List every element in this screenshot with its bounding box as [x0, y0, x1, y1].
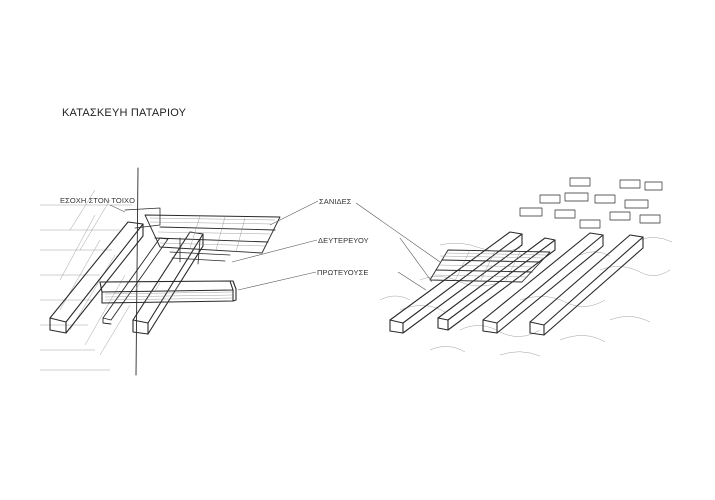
brick-wall — [519, 177, 663, 229]
left-planks — [144, 214, 281, 254]
leader-secondary-left — [231, 239, 318, 263]
left-secondary-beams — [169, 237, 231, 265]
left-sketch — [40, 167, 319, 376]
wall-ledger-beam — [49, 221, 144, 334]
right-beam-3 — [482, 232, 604, 334]
left-planks-grain — [149, 215, 276, 253]
wall-recess — [124, 207, 161, 229]
leader-primary-left — [237, 271, 317, 291]
leader-wall-recess — [109, 204, 126, 213]
diagram-title: ΚΑΤΑΣΚΕΥΗ ΠΑΤΑΡΙΟΥ — [62, 107, 187, 119]
right-sketch — [355, 177, 673, 357]
leader-primary-right — [397, 271, 427, 291]
leader-secondary-right — [399, 237, 433, 283]
label-secondary-beams: ΔΕΥΤΕΡΕΥΟΥ — [318, 236, 369, 245]
ground-texture — [379, 237, 673, 357]
label-planks: ΣΑΝΙΔΕΣ — [319, 197, 352, 206]
right-beam-2 — [437, 237, 556, 331]
primary-cross-beam — [99, 280, 237, 304]
label-primary-beams: ΠΡΩΤΕΥΟΥΣΕ — [317, 268, 369, 277]
left-wall-hatching — [40, 189, 132, 371]
thin-joist — [102, 237, 169, 325]
right-beam-1 — [389, 231, 523, 334]
primary-beam-shading — [104, 282, 233, 301]
right-beam-4 — [529, 234, 644, 336]
right-planks-grain — [433, 249, 547, 283]
label-wall-recess: ΕΣΟΧΗ ΣΤΟΝ ΤΟΙΧΟ — [60, 196, 136, 205]
wall-corner-line — [135, 167, 139, 376]
leader-planks-right — [355, 202, 441, 263]
right-planks — [429, 249, 551, 283]
longitudinal-beam — [132, 231, 204, 335]
leader-planks-left — [269, 200, 319, 226]
